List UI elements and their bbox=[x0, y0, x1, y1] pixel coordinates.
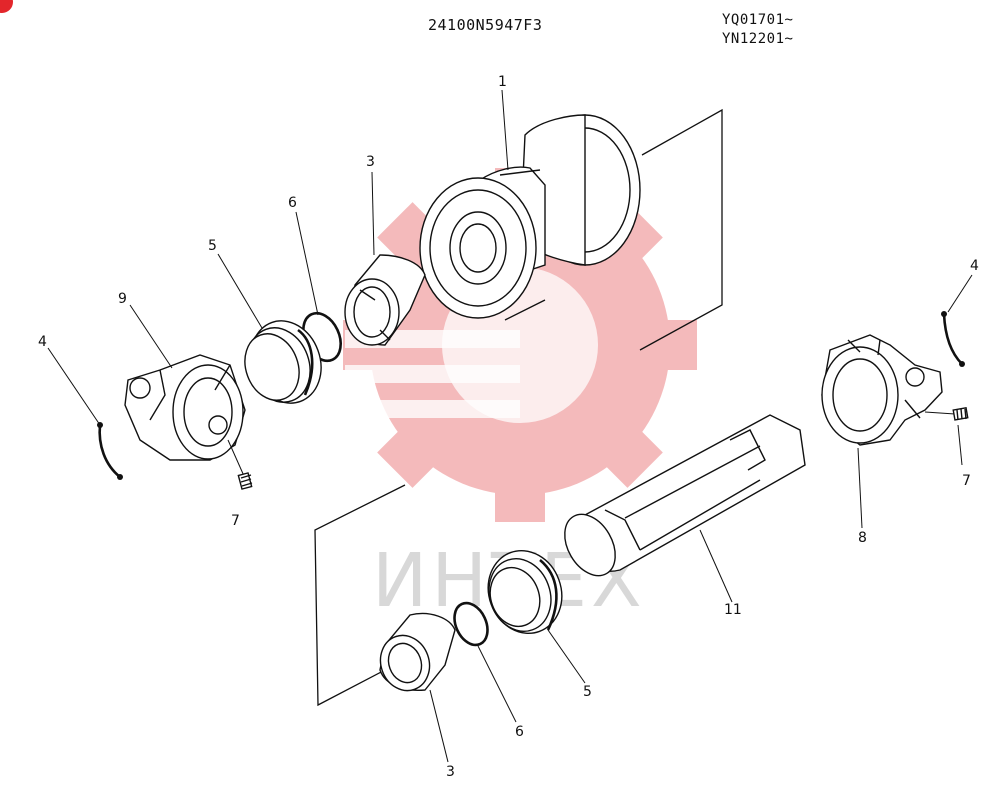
callout-4-left: 4 bbox=[38, 334, 47, 350]
callout-11: 11 bbox=[724, 602, 742, 618]
track-roller-part-1 bbox=[419, 114, 641, 321]
callout-1: 1 bbox=[498, 74, 507, 90]
part-number: 24100N5947F3 bbox=[428, 16, 543, 34]
collar-part-8 bbox=[821, 334, 943, 446]
retainer-wire-part-4-left bbox=[97, 422, 123, 480]
corner-badge-icon bbox=[0, 0, 13, 13]
plug-part-7-right bbox=[924, 407, 969, 421]
roller-assembly-frame-line bbox=[639, 108, 723, 351]
callout-5-bottom: 5 bbox=[583, 684, 592, 700]
floating-seal-part-5-top bbox=[244, 320, 322, 404]
collar-part-9 bbox=[124, 354, 246, 461]
lower-assembly-frame-line bbox=[314, 484, 406, 707]
callout-4-right: 4 bbox=[970, 258, 979, 274]
shaft-part-11 bbox=[564, 414, 806, 577]
callout-labels: 1 3 6 5 9 4 7 4 7 8 11 5 6 3 bbox=[38, 74, 979, 780]
callout-5-top: 5 bbox=[208, 238, 217, 254]
callout-6-bottom: 6 bbox=[515, 724, 524, 740]
callout-9: 9 bbox=[118, 291, 127, 307]
callout-7-left: 7 bbox=[231, 513, 240, 529]
callout-3-top: 3 bbox=[366, 154, 375, 170]
serial-range-1: YQ01701~ bbox=[722, 12, 794, 28]
serial-range-2: YN12201~ bbox=[722, 31, 794, 47]
leader-lines bbox=[47, 89, 973, 763]
floating-seal-part-5-bottom bbox=[487, 549, 563, 635]
callout-6-top: 6 bbox=[288, 195, 297, 211]
callout-7-right: 7 bbox=[962, 473, 971, 489]
callout-8: 8 bbox=[858, 530, 867, 546]
o-ring-part-6-bottom bbox=[453, 601, 489, 647]
retainer-wire-part-4-right bbox=[941, 311, 965, 367]
callout-3-bottom: 3 bbox=[446, 764, 455, 780]
bushing-part-3-bottom bbox=[379, 612, 456, 692]
plug-part-7-left bbox=[227, 439, 253, 490]
bushing-part-3-top bbox=[344, 254, 426, 346]
